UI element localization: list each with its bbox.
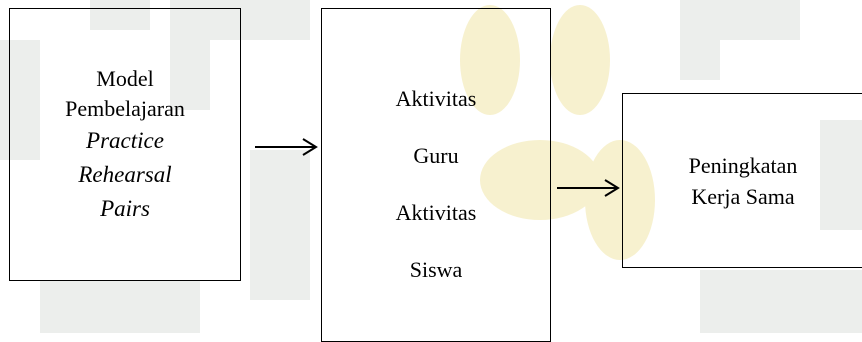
aktivitas-siswa-label-1: Aktivitas [395,200,477,225]
arrow-2 [557,179,620,197]
rehearsal-label: Rehearsal [78,161,172,187]
model-box: Model Pembelajaran Practice Rehearsal Pa… [9,8,241,281]
watermark-logo [0,0,862,333]
practice-label: Practice [86,127,164,153]
model-label: Model [96,65,154,91]
pairs-label: Pairs [100,195,150,221]
pembelajaran-label: Pembelajaran [65,95,185,121]
aktivitas-box: Aktivitas Guru Aktivitas Siswa [321,8,551,342]
aktivitas-guru-label-1: Aktivitas [395,86,477,111]
kerja-sama-label: Kerja Sama [691,183,795,209]
peningkatan-label: Peningkatan [688,152,798,178]
arrow-1 [255,138,318,156]
guru-label: Guru [413,143,459,168]
siswa-label: Siswa [409,257,463,282]
peningkatan-box: Peningkatan Kerja Sama [622,93,862,268]
